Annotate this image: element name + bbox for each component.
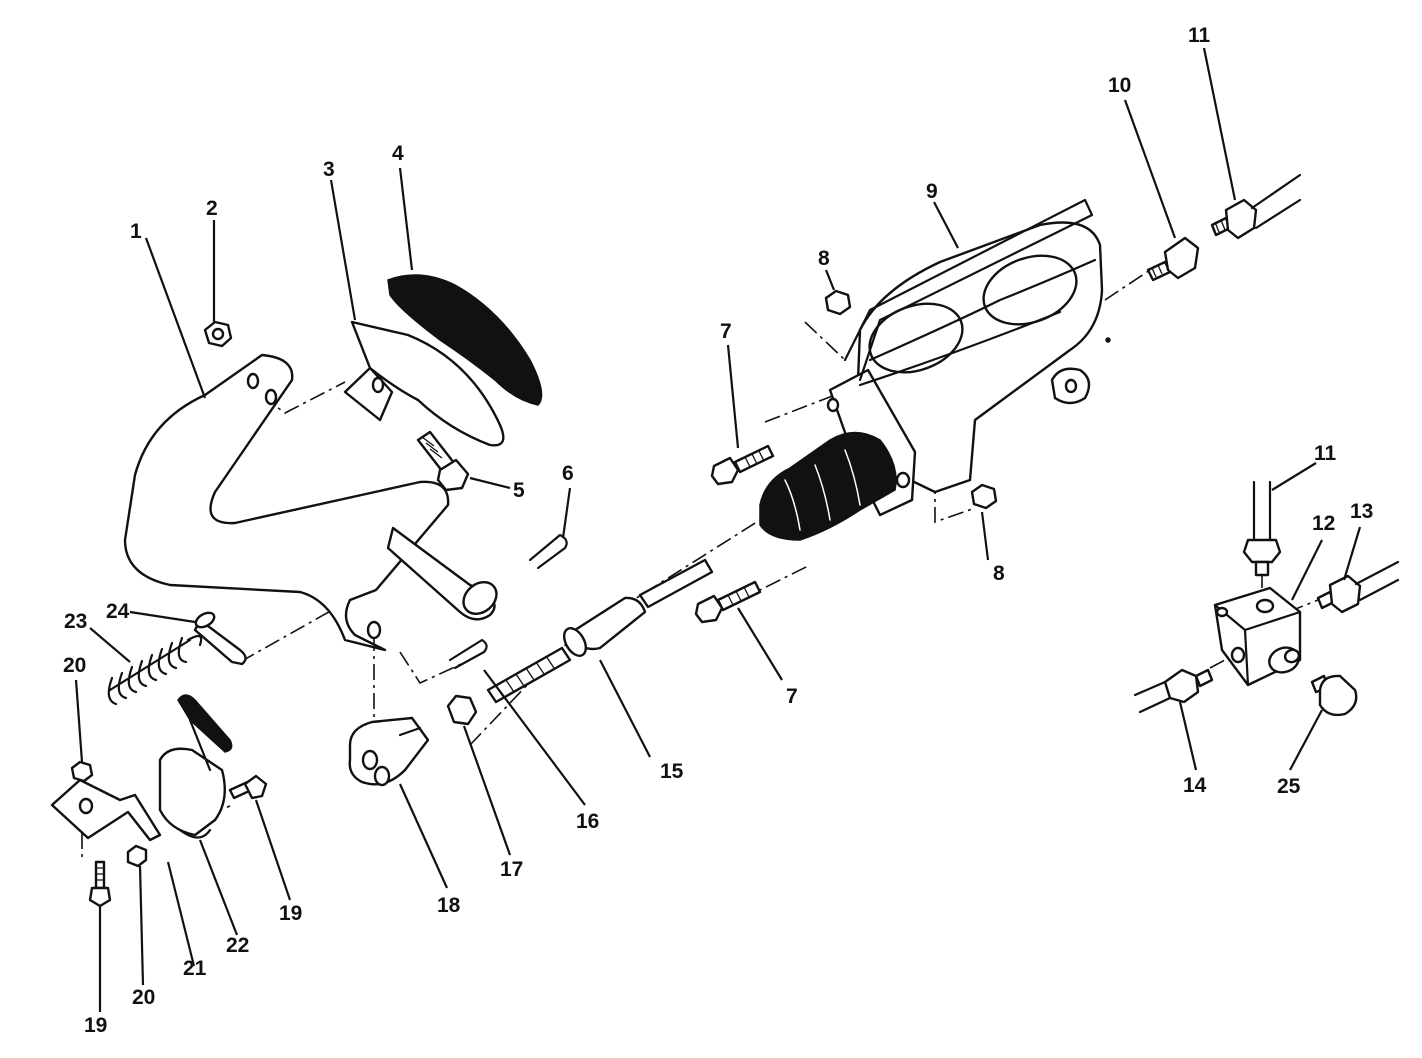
pushrod: [486, 558, 714, 704]
callout-25: 25: [1277, 775, 1301, 798]
stop-light-switch-bracket: [50, 760, 162, 842]
pedal-pad-bolt: [416, 430, 470, 492]
callout-16: 16: [576, 810, 599, 833]
callout-2: 2: [206, 197, 218, 220]
brake-line-nut-right: [1316, 560, 1400, 614]
brake-line-fitting-upper: [1146, 236, 1200, 282]
callout-23: 23: [64, 610, 87, 633]
brake-line-nut-upper: [1210, 173, 1302, 240]
clevis-cotter-pin: [448, 638, 488, 670]
switch-screw-lower: [88, 860, 112, 908]
callout-labels: 1 2 3 4 5 6 7 7 8 8 9 10 11 11 12 13 14 …: [63, 24, 1373, 1037]
callout-8-upper: 8: [818, 247, 830, 270]
return-spring: [107, 634, 203, 706]
callout-4: 4: [392, 142, 404, 165]
callout-7-upper: 7: [720, 320, 732, 343]
callout-22: 22: [226, 934, 249, 957]
brake-pedal-arm: [123, 353, 498, 652]
callout-19-bottom: 19: [84, 1014, 107, 1037]
callout-24: 24: [106, 600, 130, 623]
stop-light-switch: [158, 694, 233, 837]
callout-6: 6: [562, 462, 574, 485]
spring-pin: [193, 611, 247, 666]
pushrod-dust-boot: [759, 431, 897, 541]
junction-block-plug: [1310, 674, 1358, 717]
callout-9: 9: [926, 180, 938, 203]
callout-3: 3: [323, 158, 335, 181]
brake-line-vertical: [1242, 480, 1282, 577]
switch-retainer-clip: [178, 828, 212, 839]
callout-12: 12: [1312, 512, 1335, 535]
callout-21: 21: [183, 957, 207, 980]
callout-8-lower: 8: [993, 562, 1005, 585]
switch-nut-lower: [126, 844, 148, 868]
junction-block: [1213, 586, 1302, 687]
callout-5: 5: [513, 479, 525, 502]
callout-19-right: 19: [279, 902, 302, 925]
callout-11-upper: 11: [1188, 24, 1211, 47]
callout-10: 10: [1108, 74, 1131, 97]
mounting-bolt-upper: [710, 444, 775, 486]
callout-17: 17: [500, 858, 523, 881]
mounting-nut-upper: [824, 289, 852, 316]
callout-20-bottom: 20: [132, 986, 155, 1009]
callout-20-top: 20: [63, 654, 86, 677]
callout-14: 14: [1183, 774, 1207, 797]
brake-line-nut-left: [1133, 668, 1214, 714]
callout-7-lower: 7: [786, 685, 798, 708]
pushrod-clevis: [348, 716, 430, 787]
callout-1: 1: [130, 220, 142, 243]
mounting-nut-lower: [970, 483, 998, 510]
pedal-nut: [203, 320, 233, 348]
clevis-jam-nut: [446, 694, 478, 726]
callout-13: 13: [1350, 500, 1373, 523]
callout-15: 15: [660, 760, 684, 783]
callout-leader-lines: [74, 47, 1362, 1012]
cotter-pin: [528, 533, 568, 570]
pedal-pad-rubber: [387, 274, 543, 406]
switch-screw-upper: [228, 774, 268, 800]
pedal-pad-bracket: [343, 320, 505, 447]
callout-18: 18: [437, 894, 461, 917]
callout-11-right: 11: [1314, 442, 1337, 465]
mounting-bolt-lower: [694, 580, 762, 624]
